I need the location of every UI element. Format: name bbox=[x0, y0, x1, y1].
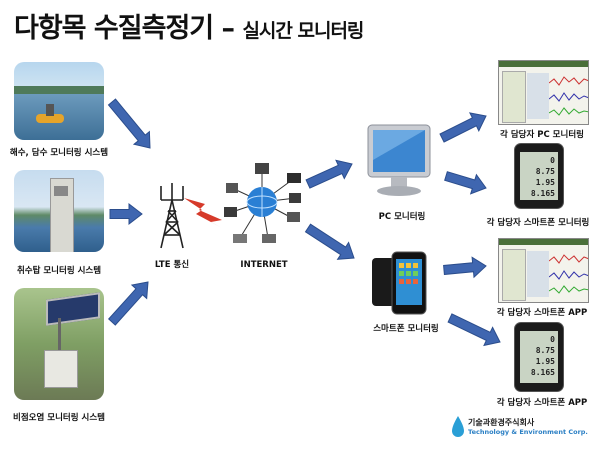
source-label-solar: 비점오염 모니터링 시스템 bbox=[13, 413, 105, 423]
solar-station-photo bbox=[14, 288, 104, 400]
intake-tower-photo bbox=[14, 170, 104, 252]
reading-3: 1.95 bbox=[535, 178, 555, 187]
company-logo-icon bbox=[452, 416, 464, 437]
buoy-lake-photo bbox=[14, 62, 104, 140]
lightning-icon bbox=[184, 198, 222, 228]
company-name: 기술과환경주식회사 Technology & Environment Corp. bbox=[468, 417, 588, 436]
company-name-ko: 기술과환경주식회사 bbox=[468, 418, 535, 427]
reading-1: 0 bbox=[550, 156, 555, 165]
arrow-pc-to-dashboard bbox=[439, 112, 487, 143]
title-main-text: 다항목 수질측정기 bbox=[14, 13, 214, 44]
pc-dashboard-screenshot bbox=[498, 60, 589, 125]
arrow-solar-to-lte bbox=[107, 281, 149, 326]
source-label-tower: 취수탑 모니터링 시스템 bbox=[16, 266, 102, 276]
phone-readings-device-2: 0 8.75 1.95 8.165 bbox=[514, 322, 564, 392]
arrow-water-to-lte bbox=[107, 98, 151, 149]
company-name-en: Technology & Environment Corp. bbox=[468, 428, 588, 436]
endpoint-label-pc: 각 담당자 PC 모니터링 bbox=[500, 130, 584, 140]
arrow-tower-to-lte bbox=[109, 202, 143, 226]
smartphone-icon bbox=[372, 251, 427, 315]
internet-label: INTERNET bbox=[240, 260, 288, 270]
pc-label: PC 모니터링 bbox=[378, 212, 426, 222]
endpoint-label-app-2: 각 담당자 스마트폰 APP bbox=[496, 398, 588, 408]
endpoint-label-app-1: 각 담당자 스마트폰 APP bbox=[496, 308, 588, 318]
phone-readings-device-1: 0 8.75 1.95 8.165 bbox=[514, 143, 564, 209]
title-dash: – bbox=[213, 13, 243, 44]
arrow-phone-to-app2 bbox=[447, 313, 501, 347]
reading-4: 8.165 bbox=[530, 368, 555, 377]
lte-label: LTE 통신 bbox=[154, 260, 190, 270]
page-title: 다항목 수질측정기 – 실시간 모니터링 bbox=[14, 6, 364, 45]
reading-2: 8.75 bbox=[535, 346, 555, 355]
app-dashboard-screenshot bbox=[498, 238, 589, 303]
arrow-pc-to-phone bbox=[444, 171, 487, 195]
reading-3: 1.95 bbox=[535, 357, 555, 366]
reading-1: 0 bbox=[550, 335, 555, 344]
internet-network-icon bbox=[224, 163, 301, 243]
endpoint-label-phone-monitor: 각 담당자 스마트폰 모니터링 bbox=[486, 218, 590, 228]
phone-label: 스마트폰 모니터링 bbox=[373, 324, 439, 334]
title-sub-text: 실시간 모니터링 bbox=[242, 20, 364, 42]
reading-4: 8.165 bbox=[530, 189, 555, 198]
lte-tower-icon bbox=[160, 183, 184, 249]
source-label-water: 해수, 담수 모니터링 시스템 bbox=[9, 148, 109, 158]
arrow-phone-to-app bbox=[443, 256, 487, 279]
arrow-net-to-pc bbox=[305, 159, 353, 189]
arrow-net-to-phone bbox=[304, 223, 355, 260]
pc-monitor-icon bbox=[367, 124, 431, 196]
reading-2: 8.75 bbox=[535, 167, 555, 176]
